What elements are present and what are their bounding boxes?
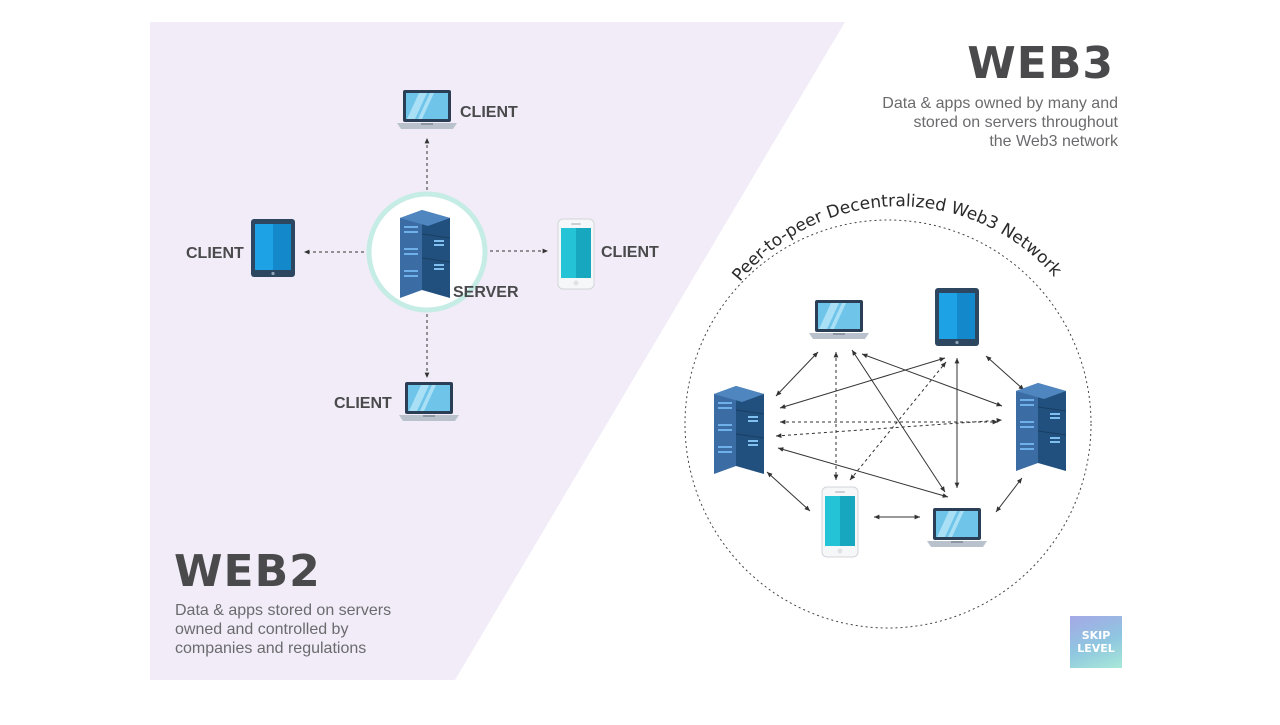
logo-line-1: SKIP: [1081, 629, 1111, 642]
logo-line-2: LEVEL: [1077, 642, 1115, 655]
web3-solid-links: [766, 349, 1025, 520]
web2-laptop-bottom-icon: [399, 382, 459, 421]
server-label: SERVER: [453, 284, 519, 301]
web3-network-label-path: Peer-to-peer Decentralized Web3 Network: [728, 191, 1065, 285]
web2-tablet-left-icon: [251, 219, 295, 277]
web2-phone-right-icon: [557, 218, 595, 290]
client-label-right: CLIENT: [601, 244, 659, 261]
web3-link: [995, 477, 1023, 513]
client-label-bottom: CLIENT: [334, 395, 392, 412]
client-label-top: CLIENT: [460, 104, 518, 121]
web3-tablet-top-icon: [935, 288, 979, 346]
web2-server-icon: [399, 209, 451, 299]
web3-title: WEB3: [967, 38, 1114, 89]
web3-dashed-links: [775, 352, 1003, 481]
web3-description: Data & apps owned by many and stored on …: [882, 95, 1118, 150]
web3-link: [775, 351, 819, 397]
web3-network-label: Peer-to-peer Decentralized Web3 Network: [728, 191, 1065, 285]
web3-laptop-bottom-icon: [927, 508, 987, 547]
web2-title: WEB2: [174, 546, 321, 597]
web2-panel: [150, 22, 845, 680]
web3-link: [766, 471, 811, 512]
web2-connections: [304, 138, 548, 378]
web3-laptop-top-icon: [809, 300, 869, 339]
client-label-left: CLIENT: [186, 245, 244, 262]
web3-link: [851, 349, 946, 493]
web2-description: Data & apps stored on servers owned and …: [175, 602, 392, 657]
web3-link-dashed: [775, 417, 1003, 439]
web2-laptop-top-icon: [397, 90, 457, 129]
web3-server-right-icon: [1015, 382, 1067, 472]
web3-server-left-icon: [713, 385, 765, 475]
web3-phone-bottom-icon: [821, 486, 859, 558]
web3-network-boundary: [684, 219, 1092, 629]
skip-level-logo: SKIP LEVEL: [1070, 616, 1122, 668]
web3-link: [777, 447, 949, 498]
web3-link-dashed: [849, 361, 947, 481]
web3-link: [985, 355, 1025, 391]
